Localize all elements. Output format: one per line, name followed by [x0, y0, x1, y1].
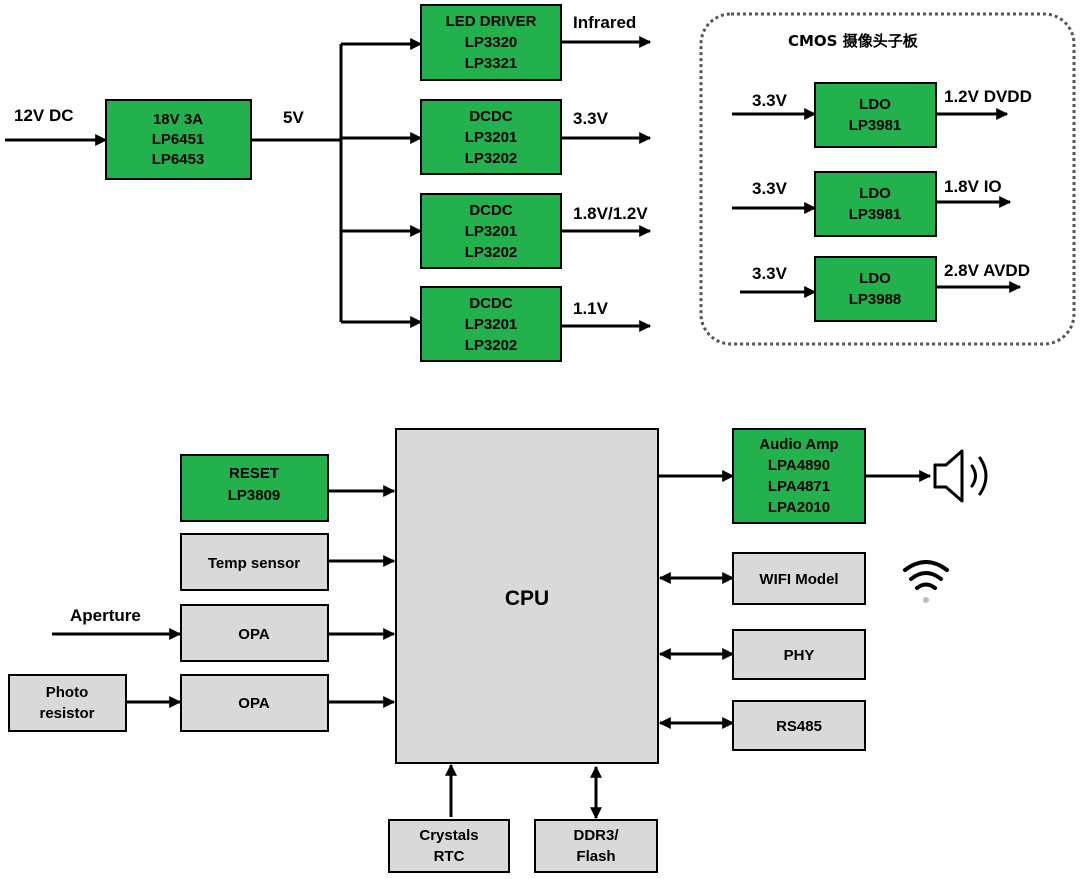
bus-label: 5V — [283, 108, 304, 127]
main-reg-line-2: LP6451 — [152, 131, 205, 148]
ldo2-line-1: LDO — [859, 185, 891, 202]
cpu-label: CPU — [505, 587, 549, 610]
cmos-subboard-frame — [699, 12, 1076, 346]
rs485-label: RS485 — [776, 718, 822, 735]
dcdc1-line-2: LP3201 — [465, 129, 518, 146]
ldo1-out-label: 1.2V DVDD — [944, 87, 1032, 106]
ddr3-flash-block: DDR3/ Flash — [534, 819, 658, 873]
main-regulator-block: 18V 3A LP6451 LP6453 — [105, 99, 252, 180]
ldo3-line-2: LP3988 — [849, 291, 902, 308]
dcdc2-line-1: DCDC — [469, 202, 512, 219]
reset-line-1: RESET — [229, 465, 279, 482]
crystals-line-2: RTC — [434, 848, 465, 865]
led-driver-line-3: LP3321 — [465, 55, 518, 72]
out-label-1v1: 1.1V — [573, 299, 609, 318]
ldo3-out-label: 2.8V AVDD — [944, 261, 1030, 280]
phy-label: PHY — [784, 647, 815, 664]
audio-line-1: Audio Amp — [759, 436, 838, 453]
reset-block: RESET LP3809 — [180, 454, 329, 522]
phy-block: PHY — [732, 629, 866, 680]
dcdc2-line-3: LP3202 — [465, 244, 518, 261]
opa2-block: OPA — [180, 674, 329, 732]
branch-block-dcdc-3: DCDC LP3201 LP3202 — [420, 286, 562, 362]
temp-sensor-block: Temp sensor — [180, 533, 329, 591]
photo-line-2: resistor — [39, 705, 94, 722]
dcdc3-line-2: LP3201 — [465, 316, 518, 333]
ldo3-in-label: 3.3V — [752, 264, 788, 283]
photo-line-1: Photo — [46, 684, 89, 701]
audio-amp-block: Audio Amp LPA4890 LPA4871 LPA2010 — [732, 428, 866, 524]
ddr-line-1: DDR3/ — [573, 827, 619, 844]
cpu-block: CPU — [395, 428, 659, 764]
wifi-model-block: WIFI Model — [732, 552, 866, 605]
infrared-label: Infrared — [573, 13, 636, 32]
system-wires — [52, 470, 932, 820]
power-tree — [5, 36, 652, 332]
ldo1-line-2: LP3981 — [849, 117, 902, 134]
led-driver-line-1: LED DRIVER — [446, 13, 537, 30]
audio-line-4: LPA2010 — [768, 499, 830, 516]
ldo-block-1: LDO LP3981 — [814, 82, 937, 148]
dcdc1-line-1: DCDC — [469, 108, 512, 125]
audio-line-2: LPA4890 — [768, 457, 830, 474]
dcdc2-line-2: LP3201 — [465, 223, 518, 240]
ldo2-in-label: 3.3V — [752, 179, 788, 198]
cmos-title: CMOS 摄像头子板 — [788, 32, 919, 50]
opa2-label: OPA — [238, 695, 270, 712]
branch-block-led-driver: LED DRIVER LP3320 LP3321 — [420, 4, 562, 81]
ldo1-line-1: LDO — [859, 96, 891, 113]
ldo3-line-1: LDO — [859, 270, 891, 287]
opa1-block: OPA — [180, 604, 329, 662]
main-reg-line-3: LP6453 — [152, 151, 205, 168]
speaker-icon — [933, 449, 988, 503]
temp-sensor-label: Temp sensor — [208, 555, 300, 572]
ldo2-line-2: LP3981 — [849, 206, 902, 223]
photo-resistor-block: Photo resistor — [8, 674, 127, 732]
branch-block-dcdc-2: DCDC LP3201 LP3202 — [420, 193, 562, 269]
ddr-line-2: Flash — [576, 848, 615, 865]
main-reg-line-1: 18V 3A — [153, 111, 203, 128]
cmos-wires — [732, 108, 1022, 298]
ldo2-out-label: 1.8V IO — [944, 177, 1002, 196]
out-label-1v8: 1.8V/1.2V — [573, 204, 648, 223]
branch-block-dcdc-1: DCDC LP3201 LP3202 — [420, 99, 562, 175]
dcdc3-line-1: DCDC — [469, 295, 512, 312]
dcdc3-line-3: LP3202 — [465, 337, 518, 354]
ldo1-in-label: 3.3V — [752, 91, 788, 110]
ldo-block-3: LDO LP3988 — [814, 256, 937, 322]
opa1-label: OPA — [238, 626, 270, 643]
reset-line-2: LP3809 — [228, 487, 281, 504]
crystals-line-1: Crystals — [419, 827, 478, 844]
rs485-block: RS485 — [732, 700, 866, 751]
out-label-3v3: 3.3V — [573, 109, 609, 128]
dcdc1-line-3: LP3202 — [465, 150, 518, 167]
crystals-rtc-block: Crystals RTC — [388, 819, 510, 873]
audio-line-3: LPA4871 — [768, 478, 830, 495]
ldo-block-2: LDO LP3981 — [814, 171, 937, 237]
wifi-model-label: WIFI Model — [759, 571, 838, 588]
input-label: 12V DC — [14, 106, 74, 125]
wifi-icon — [903, 560, 949, 603]
led-driver-line-2: LP3320 — [465, 34, 518, 51]
aperture-label: Aperture — [70, 606, 141, 625]
